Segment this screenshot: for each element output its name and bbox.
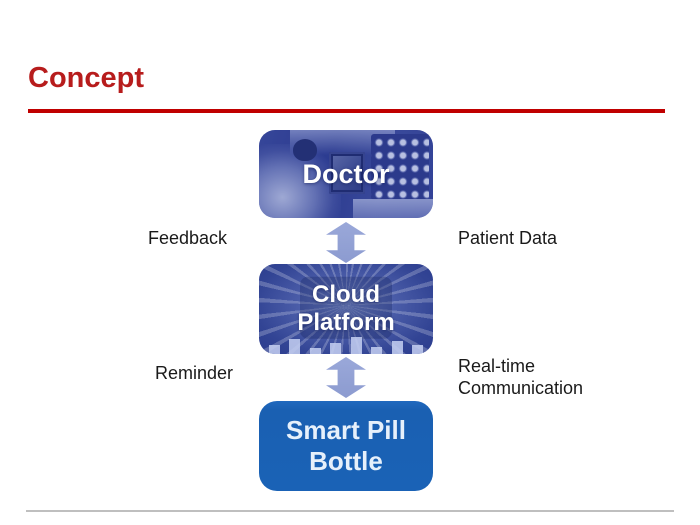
skyline-bars (259, 334, 433, 354)
bottle-label-line-2: Bottle (309, 446, 383, 476)
cloud-core-shape (300, 276, 392, 339)
realtime-communication-label: Real-time Communication (458, 355, 583, 399)
cloud-platform-node: Cloud Platform (259, 264, 433, 354)
cloud-label-line-2: Platform (297, 309, 395, 336)
up-down-arrow-icon (326, 357, 366, 398)
doctor-node: Doctor (259, 130, 433, 218)
desk-counter (352, 198, 433, 218)
up-down-arrow-icon (326, 222, 366, 263)
bottle-label-line-1: Smart Pill (286, 415, 406, 445)
reminder-label-text: Reminder (155, 363, 234, 383)
doctor-photo-light (290, 130, 395, 155)
feedback-label-text: Feedback (148, 228, 228, 248)
smart-pill-bottle-node: Smart Pill Bottle (259, 401, 433, 491)
smart-pill-bottle-node-label: Smart Pill Bottle (286, 415, 406, 477)
patient-data-label-text: Patient Data (458, 228, 558, 248)
cloud-light-burst (259, 264, 433, 354)
cloud-label-line-1: Cloud (312, 281, 380, 308)
slide-title: Concept (28, 62, 144, 94)
doctor-node-label: Doctor (303, 159, 390, 190)
reminder-label: Reminder (155, 362, 233, 384)
realtime-label-line-2: Communication (458, 378, 584, 398)
title-underline (28, 109, 665, 113)
patient-data-label: Patient Data (458, 227, 557, 249)
realtime-label-line-1: Real-time (458, 356, 536, 376)
feedback-label: Feedback (148, 227, 227, 249)
footer-line (26, 510, 674, 512)
cloud-platform-node-label: Cloud Platform (297, 281, 394, 337)
doctor-node-label-line: Doctor (302, 158, 390, 189)
